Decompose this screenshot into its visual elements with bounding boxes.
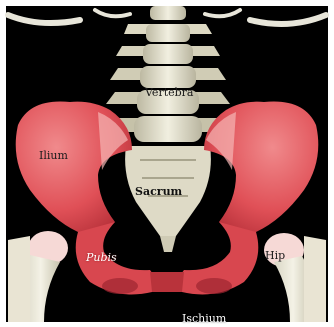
hip-label: Hip [265,250,285,262]
vertebra-label: Vertebra [145,87,194,99]
ilium-label: Ilium [39,150,68,162]
pubis-label: Pubis [86,252,117,264]
sacrum-label: Sacrum [135,186,182,198]
ischium-label: Ischium [182,313,226,325]
